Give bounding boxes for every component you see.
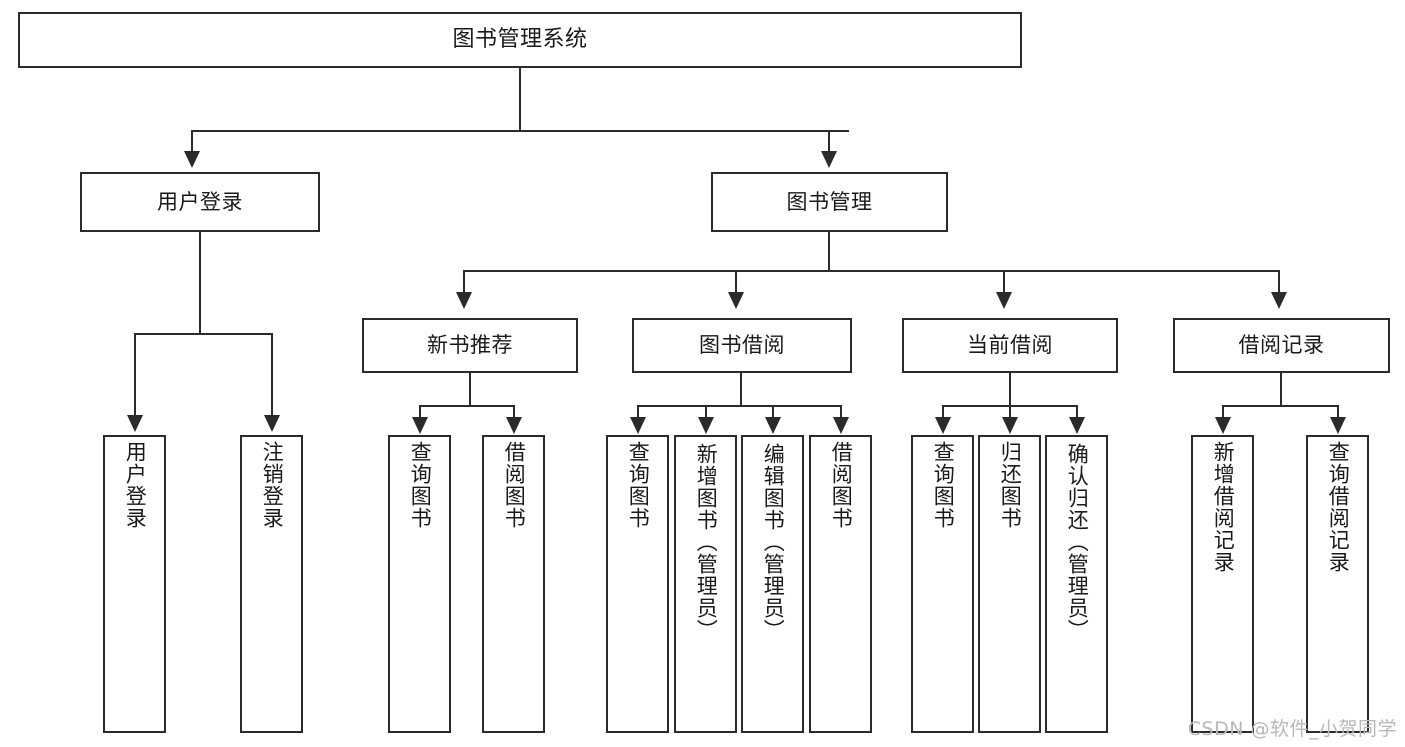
connector-borrow-record-stem: [1280, 373, 1282, 406]
connector-borrow-record-bus: [1222, 405, 1339, 407]
arrow-to-leaf-return-book: [1002, 417, 1018, 434]
arrow-to-leaf-query-book-a: [412, 417, 428, 434]
node-label: 借阅图书: [502, 441, 527, 529]
node-label: 当前借阅: [967, 333, 1053, 358]
node-label: 新增借阅记录: [1211, 441, 1236, 573]
leaf-query-book-borrow[interactable]: 查询图书: [606, 435, 669, 733]
node-new-book-recommend[interactable]: 新书推荐: [362, 318, 578, 373]
node-borrow-record[interactable]: 借阅记录: [1173, 318, 1390, 373]
node-label: 新书推荐: [427, 333, 513, 358]
leaf-query-book-recommend[interactable]: 查询图书: [388, 435, 451, 733]
connector-book-borrow-drop-1: [637, 405, 639, 418]
leaf-borrow-book-recommend[interactable]: 借阅图书: [482, 435, 545, 733]
leaf-borrow-book[interactable]: 借阅图书: [809, 435, 872, 733]
arrow-to-borrow-record: [1271, 292, 1287, 309]
connector-borrow-record-drop-2: [1337, 405, 1339, 418]
arrow-to-user-login: [184, 151, 200, 168]
node-user-login[interactable]: 用户登录: [80, 172, 320, 232]
connector-new-book-drop-1: [419, 405, 421, 418]
connector-new-book-drop-2: [513, 405, 515, 418]
node-label: 查询借阅记录: [1326, 441, 1351, 573]
connector-level3-drop-2: [735, 270, 737, 293]
connector-level3-bus: [463, 270, 1280, 272]
node-current-borrow[interactable]: 当前借阅: [902, 318, 1118, 373]
connector-current-borrow-stem: [1009, 373, 1011, 406]
node-label: 图书借阅: [699, 333, 785, 358]
node-root-book-management-system[interactable]: 图书管理系统: [18, 12, 1022, 68]
arrow-to-leaf-query-book-b: [630, 417, 646, 434]
leaf-user-login[interactable]: 用户登录: [103, 435, 166, 733]
arrow-to-leaf-confirm-return: [1069, 417, 1085, 434]
arrow-to-leaf-borrow-book-a: [506, 417, 522, 434]
node-label: 查询图书: [408, 441, 433, 529]
connector-user-login-stem: [199, 232, 201, 334]
connector-user-login-drop-1: [134, 333, 136, 416]
connector-book-management-stem: [828, 232, 830, 272]
connector-level2-bus: [191, 130, 849, 132]
node-label: 新增图书（管理员）: [694, 443, 719, 641]
connector-level3-drop-4: [1278, 270, 1280, 293]
arrow-to-leaf-query-record: [1330, 417, 1346, 434]
node-label: 注销登录: [260, 441, 285, 529]
connector-user-login-bus: [134, 333, 273, 335]
arrow-to-leaf-add-record: [1215, 417, 1231, 434]
node-label: 查询图书: [931, 441, 956, 529]
connector-user-login-drop-2: [271, 333, 273, 416]
connector-level2-drop-1: [191, 130, 193, 152]
connector-level2-drop-2: [828, 130, 830, 152]
arrow-to-current-borrow: [996, 292, 1012, 309]
arrow-to-leaf-edit-book: [765, 417, 781, 434]
connector-root-stem: [519, 68, 521, 131]
node-label: 归还图书: [998, 441, 1023, 529]
connector-book-borrow-drop-2: [705, 405, 707, 418]
connector-current-borrow-drop-2: [1009, 405, 1011, 418]
leaf-logout[interactable]: 注销登录: [240, 435, 303, 733]
connector-current-borrow-drop-3: [1076, 405, 1078, 418]
arrow-to-leaf-user-login: [127, 415, 143, 432]
leaf-query-borrow-record[interactable]: 查询借阅记录: [1306, 435, 1369, 733]
arrow-to-book-borrow: [728, 292, 744, 309]
node-label: 确认归还（管理员）: [1065, 443, 1090, 641]
leaf-add-book-admin[interactable]: 新增图书（管理员）: [674, 435, 737, 733]
connector-book-borrow-bus: [637, 405, 841, 407]
node-book-borrow[interactable]: 图书借阅: [632, 318, 852, 373]
leaf-confirm-return-admin[interactable]: 确认归还（管理员）: [1045, 435, 1108, 733]
leaf-return-book[interactable]: 归还图书: [978, 435, 1041, 733]
connector-book-borrow-drop-4: [840, 405, 842, 418]
connector-level3-drop-3: [1003, 270, 1005, 293]
node-label: 图书管理: [786, 189, 873, 214]
arrow-to-leaf-add-book: [698, 417, 714, 434]
connector-book-borrow-stem: [740, 373, 742, 406]
node-label: 用户登录: [123, 441, 148, 529]
arrow-to-new-book-recommend: [456, 292, 472, 309]
node-label: 查询图书: [626, 441, 651, 529]
node-label: 借阅图书: [829, 441, 854, 529]
node-label: 图书管理系统: [452, 27, 588, 53]
leaf-edit-book-admin[interactable]: 编辑图书（管理员）: [741, 435, 804, 733]
connector-current-borrow-drop-1: [942, 405, 944, 418]
node-label: 借阅记录: [1238, 333, 1325, 358]
connector-borrow-record-drop-1: [1222, 405, 1224, 418]
arrow-to-leaf-query-book-c: [935, 417, 951, 434]
node-label: 用户登录: [157, 189, 243, 214]
arrow-to-leaf-borrow-book-b: [833, 417, 849, 434]
leaf-query-book-current[interactable]: 查询图书: [911, 435, 974, 733]
connector-new-book-stem: [469, 373, 471, 406]
leaf-add-borrow-record[interactable]: 新增借阅记录: [1191, 435, 1254, 733]
arrow-to-book-management: [821, 151, 837, 168]
arrow-to-leaf-logout: [264, 415, 280, 432]
connector-book-borrow-drop-3: [772, 405, 774, 418]
node-book-management[interactable]: 图书管理: [711, 172, 948, 232]
connector-new-book-bus: [419, 405, 514, 407]
connector-level3-drop-1: [463, 270, 465, 293]
node-label: 编辑图书（管理员）: [761, 443, 786, 641]
